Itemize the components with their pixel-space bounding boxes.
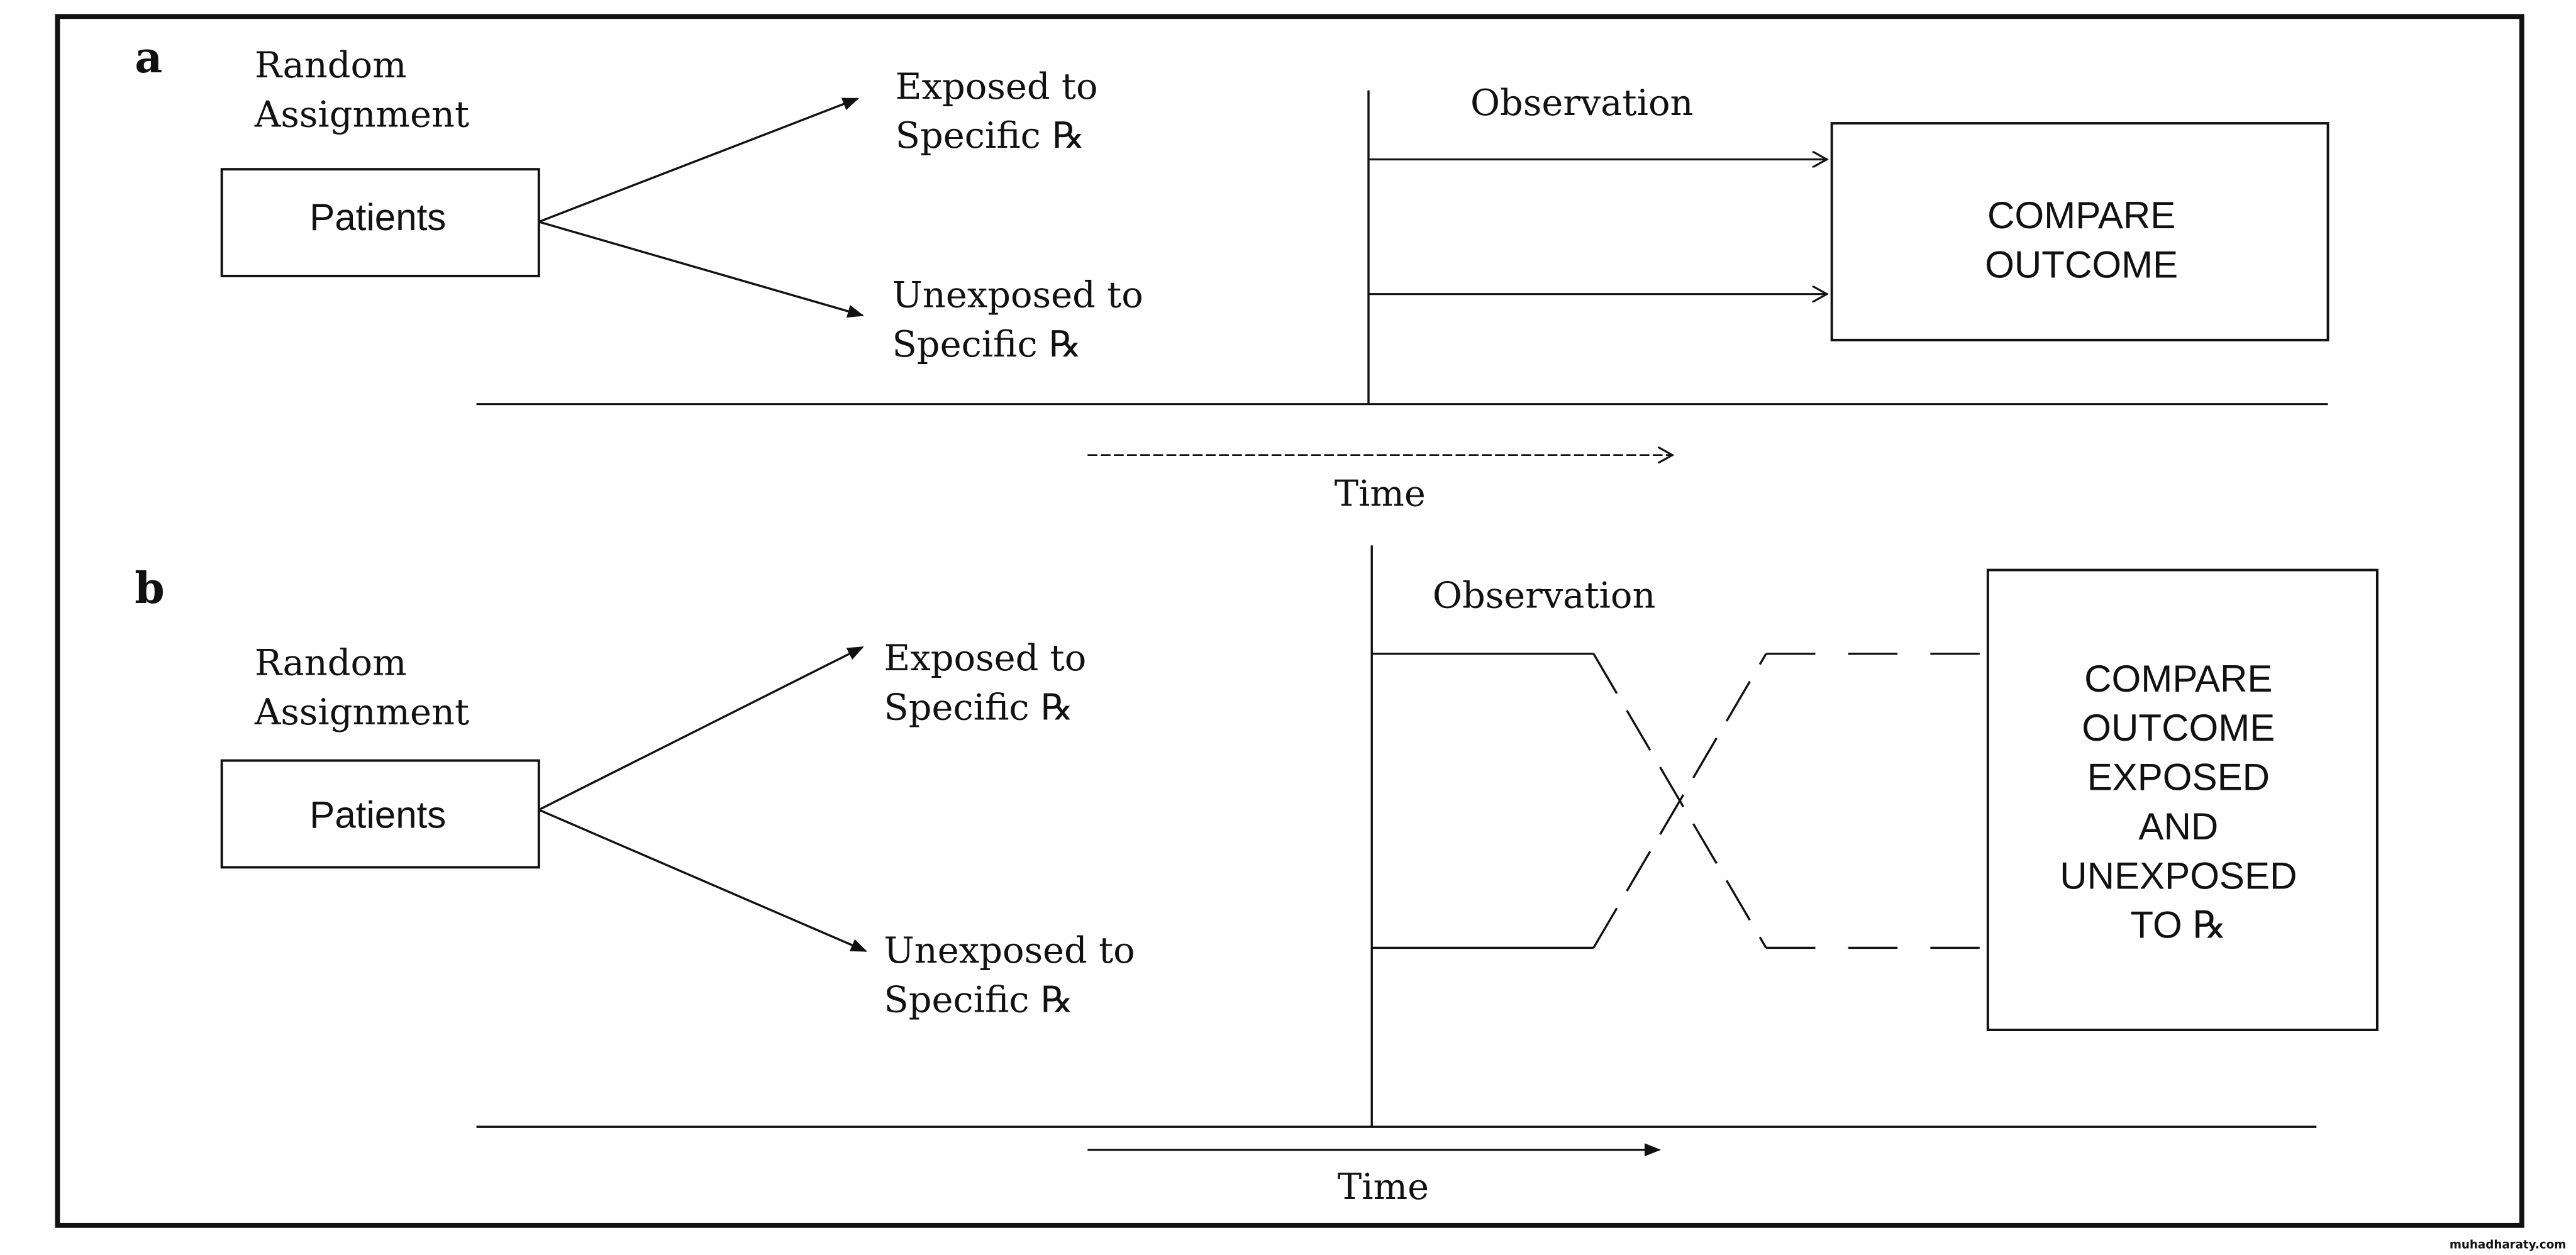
outcome-line2: OUTCOME xyxy=(2082,707,2275,749)
panel-b-label: b xyxy=(135,563,164,614)
unexposed-line1: Unexposed to xyxy=(892,274,1143,316)
unexposed-arrow xyxy=(538,809,868,953)
observation-label: Observation xyxy=(1470,82,1694,124)
compare-outcome-box xyxy=(1830,122,2329,341)
exposed-line1: Exposed to xyxy=(896,65,1098,108)
outcome-line1: COMPARE xyxy=(2084,658,2272,700)
exposed-line2: Specific ℞ xyxy=(896,114,1085,157)
panel-b: b Random Assignment Patients Exposed to … xyxy=(135,545,2379,1208)
outcome-line6: TO ℞ xyxy=(2130,904,2226,946)
outcome-line1: COMPARE xyxy=(1987,194,2175,236)
observation-label: Observation xyxy=(1433,575,1656,617)
exposed-line2: Specific ℞ xyxy=(884,686,1073,728)
exposed-arrow xyxy=(538,646,864,811)
watermark: muhadharaty.com xyxy=(2450,1238,2566,1251)
patients-label: Patients xyxy=(309,794,446,836)
time-label: Time xyxy=(1338,1166,1429,1208)
unexposed-arrow xyxy=(538,221,864,318)
patients-label: Patients xyxy=(309,196,446,238)
random-assignment-line2: Assignment xyxy=(254,93,469,135)
patients-box xyxy=(220,759,540,869)
random-assignment-line1: Random xyxy=(255,642,407,684)
random-assignment-line1: Random xyxy=(255,44,407,86)
unexposed-line2: Specific ℞ xyxy=(884,978,1073,1020)
outer-frame xyxy=(55,14,2524,1228)
unexposed-line1: Unexposed to xyxy=(884,929,1135,971)
panel-a: a Random Assignment Patients Exposed to … xyxy=(135,33,2329,515)
exposed-arrow xyxy=(538,97,860,223)
random-assignment-line2: Assignment xyxy=(254,691,469,733)
outcome-line2: OUTCOME xyxy=(1985,244,2178,286)
unexposed-line2: Specific ℞ xyxy=(892,323,1081,365)
outcome-line3: EXPOSED xyxy=(2087,756,2270,799)
compare-outcome-box xyxy=(1986,568,2379,1031)
exposed-line1: Exposed to xyxy=(884,637,1086,679)
outcome-line4: AND xyxy=(2138,805,2218,848)
outcome-line5: UNEXPOSED xyxy=(2060,854,2297,897)
panel-a-label: a xyxy=(135,33,162,83)
crossover-line-2 xyxy=(1592,653,1767,949)
time-label: Time xyxy=(1335,473,1426,515)
